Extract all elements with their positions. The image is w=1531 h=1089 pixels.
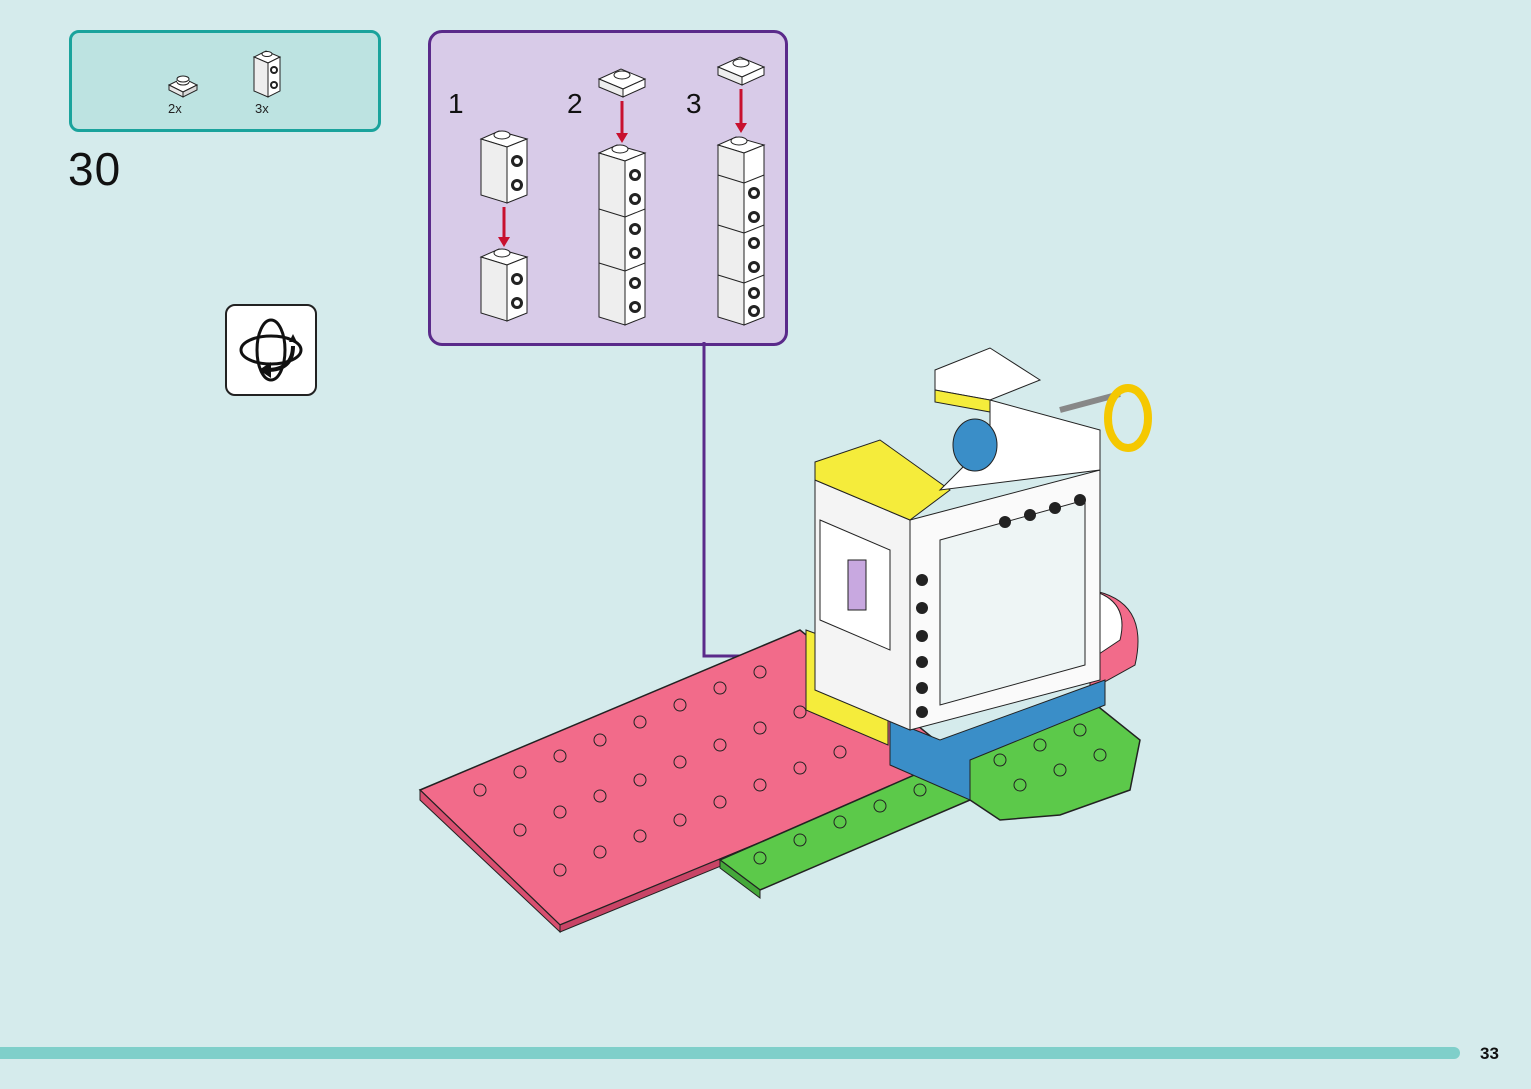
- booth-side-studs: [916, 574, 928, 718]
- plate-icon: [716, 56, 766, 86]
- sub-step-label-1: 1: [448, 88, 464, 119]
- plate-icon: [597, 68, 647, 98]
- sub-step-2-illustration: [597, 68, 647, 326]
- sub-step-3-illustration: [716, 56, 766, 326]
- booth-front-studs: [999, 494, 1086, 528]
- step-number: 30: [68, 143, 122, 195]
- sub-assembly-callout: 1 2 3: [428, 30, 788, 346]
- brick-bottom-icon: [479, 248, 529, 322]
- pink-studs: [473, 665, 847, 877]
- brick-column-icon: [597, 144, 647, 326]
- brick-column-icon: [716, 136, 766, 326]
- part-count-brick: 3x: [255, 101, 269, 116]
- parts-list-box: 2x 3x: [69, 30, 381, 132]
- green-studs: [753, 723, 1107, 865]
- sub-step-label-2: 2: [567, 88, 583, 119]
- page-number: 33: [1480, 1044, 1499, 1063]
- brick-top-icon: [479, 130, 529, 204]
- sub-step-label-3: 3: [686, 88, 702, 119]
- part-count-plate: 2x: [168, 101, 182, 116]
- rotate-model-icon: [239, 318, 303, 382]
- rotate-model-box: [225, 304, 317, 396]
- page-progress-bar: [0, 1047, 1460, 1059]
- brick-1x1-studs-side-white-icon: [252, 50, 282, 98]
- plate-1x1-white-icon: [167, 75, 199, 98]
- model-illustration: [418, 347, 1152, 934]
- sub-step-1-illustration: [479, 130, 529, 322]
